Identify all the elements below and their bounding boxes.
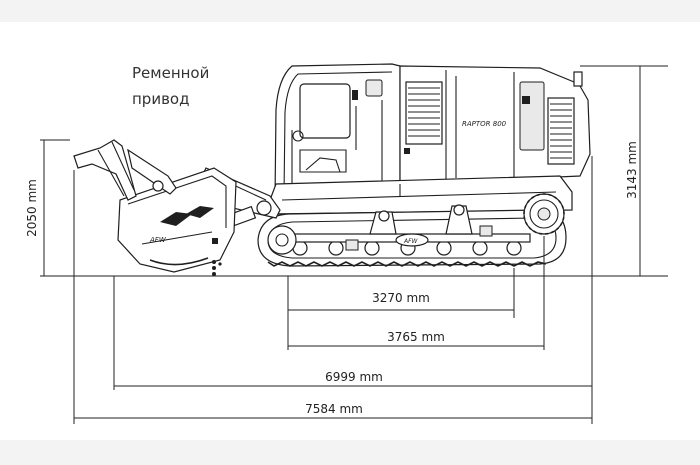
dimension-height-total: 3143 mm <box>580 65 668 276</box>
track-undercarriage: AFW <box>257 193 567 267</box>
brand-badge-text: AFW <box>403 238 419 245</box>
dimension-height-front: 2050 mm <box>25 139 70 276</box>
vent-grille-right <box>547 97 575 165</box>
dim-height-front-label: 2050 mm <box>25 179 39 237</box>
track-roller <box>328 240 344 256</box>
mulcher-head: AFW <box>117 167 237 276</box>
dim-length-body-label: 6999 mm <box>325 370 383 384</box>
dim-height-total-label: 3143 mm <box>625 141 639 199</box>
vent-grille-left <box>405 81 443 145</box>
engine-housing: RAPTOR 800 <box>399 65 591 185</box>
track-roller <box>364 240 380 256</box>
dimension-track-contact: 3270 mm <box>287 268 515 318</box>
caption-line-2: привод <box>132 90 189 108</box>
model-label: RAPTOR 800 <box>462 120 507 128</box>
drive-sprocket <box>523 193 565 235</box>
cab-window <box>299 83 351 139</box>
operator-cab <box>274 63 401 201</box>
caption-line-1: Ременной <box>132 64 209 82</box>
front-idler <box>267 225 297 255</box>
mulcher-brand-text: AFW <box>149 236 167 244</box>
track-roller <box>436 240 452 256</box>
track-roller <box>506 240 522 256</box>
push-bar <box>73 139 177 201</box>
dim-track-length-label: 3765 mm <box>387 330 445 344</box>
dimension-length-body: 6999 mm <box>113 156 593 390</box>
dimension-track-length: 3765 mm <box>287 236 545 350</box>
brand-badge <box>395 233 429 247</box>
dim-track-contact-label: 3270 mm <box>372 291 430 305</box>
track-roller <box>472 240 488 256</box>
dimension-length-total: 7584 mm <box>73 170 593 424</box>
dim-length-total-label: 7584 mm <box>305 402 363 416</box>
